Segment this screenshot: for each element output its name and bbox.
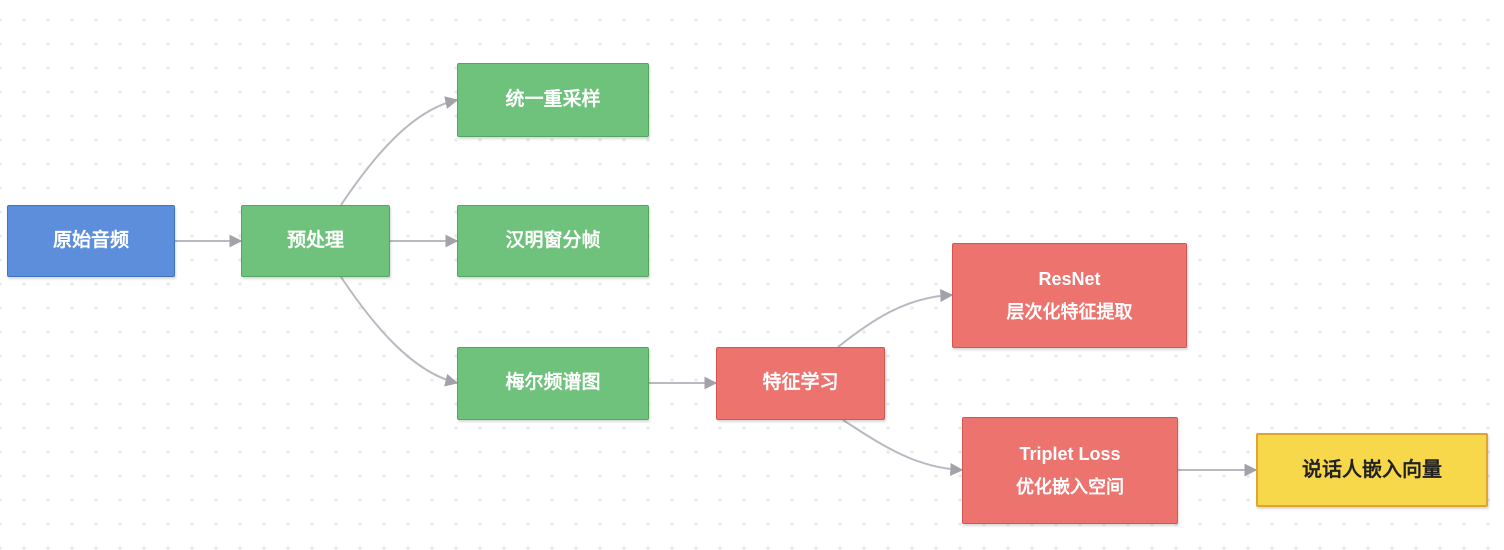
edge-preprocess-to-resample xyxy=(340,96,459,206)
node-speaker-embedding[interactable]: 说话人嵌入向量 xyxy=(1256,433,1488,507)
node-sublabel: 层次化特征提取 xyxy=(1006,301,1133,322)
node-label: Triplet Loss xyxy=(1019,443,1121,464)
edge-preprocess-to-mel xyxy=(340,276,459,387)
node-label: 特征学习 xyxy=(762,372,839,394)
node-triplet-loss[interactable]: Triplet Loss 优化嵌入空间 xyxy=(962,417,1178,524)
node-sublabel: 优化嵌入空间 xyxy=(1016,476,1124,497)
node-raw-audio[interactable]: 原始音频 xyxy=(7,205,175,277)
node-label: 预处理 xyxy=(286,229,344,251)
node-label: 统一重采样 xyxy=(505,88,601,110)
node-label: 说话人嵌入向量 xyxy=(1302,459,1442,481)
node-label: 梅尔频谱图 xyxy=(505,372,601,394)
node-preprocess[interactable]: 预处理 xyxy=(241,205,390,277)
node-label: 汉明窗分帧 xyxy=(505,229,601,251)
node-hamming-window[interactable]: 汉明窗分帧 xyxy=(457,205,649,277)
edge-feature-learning-to-triplet xyxy=(842,419,964,476)
node-feature-learning[interactable]: 特征学习 xyxy=(716,347,885,420)
node-resnet[interactable]: ResNet 层次化特征提取 xyxy=(952,243,1187,348)
node-mel-spectrogram[interactable]: 梅尔频谱图 xyxy=(457,347,649,420)
edge-feature-learning-to-resnet xyxy=(837,289,954,348)
node-label: ResNet xyxy=(1038,268,1101,289)
node-label: 原始音频 xyxy=(52,229,129,251)
node-resample[interactable]: 统一重采样 xyxy=(457,63,649,137)
